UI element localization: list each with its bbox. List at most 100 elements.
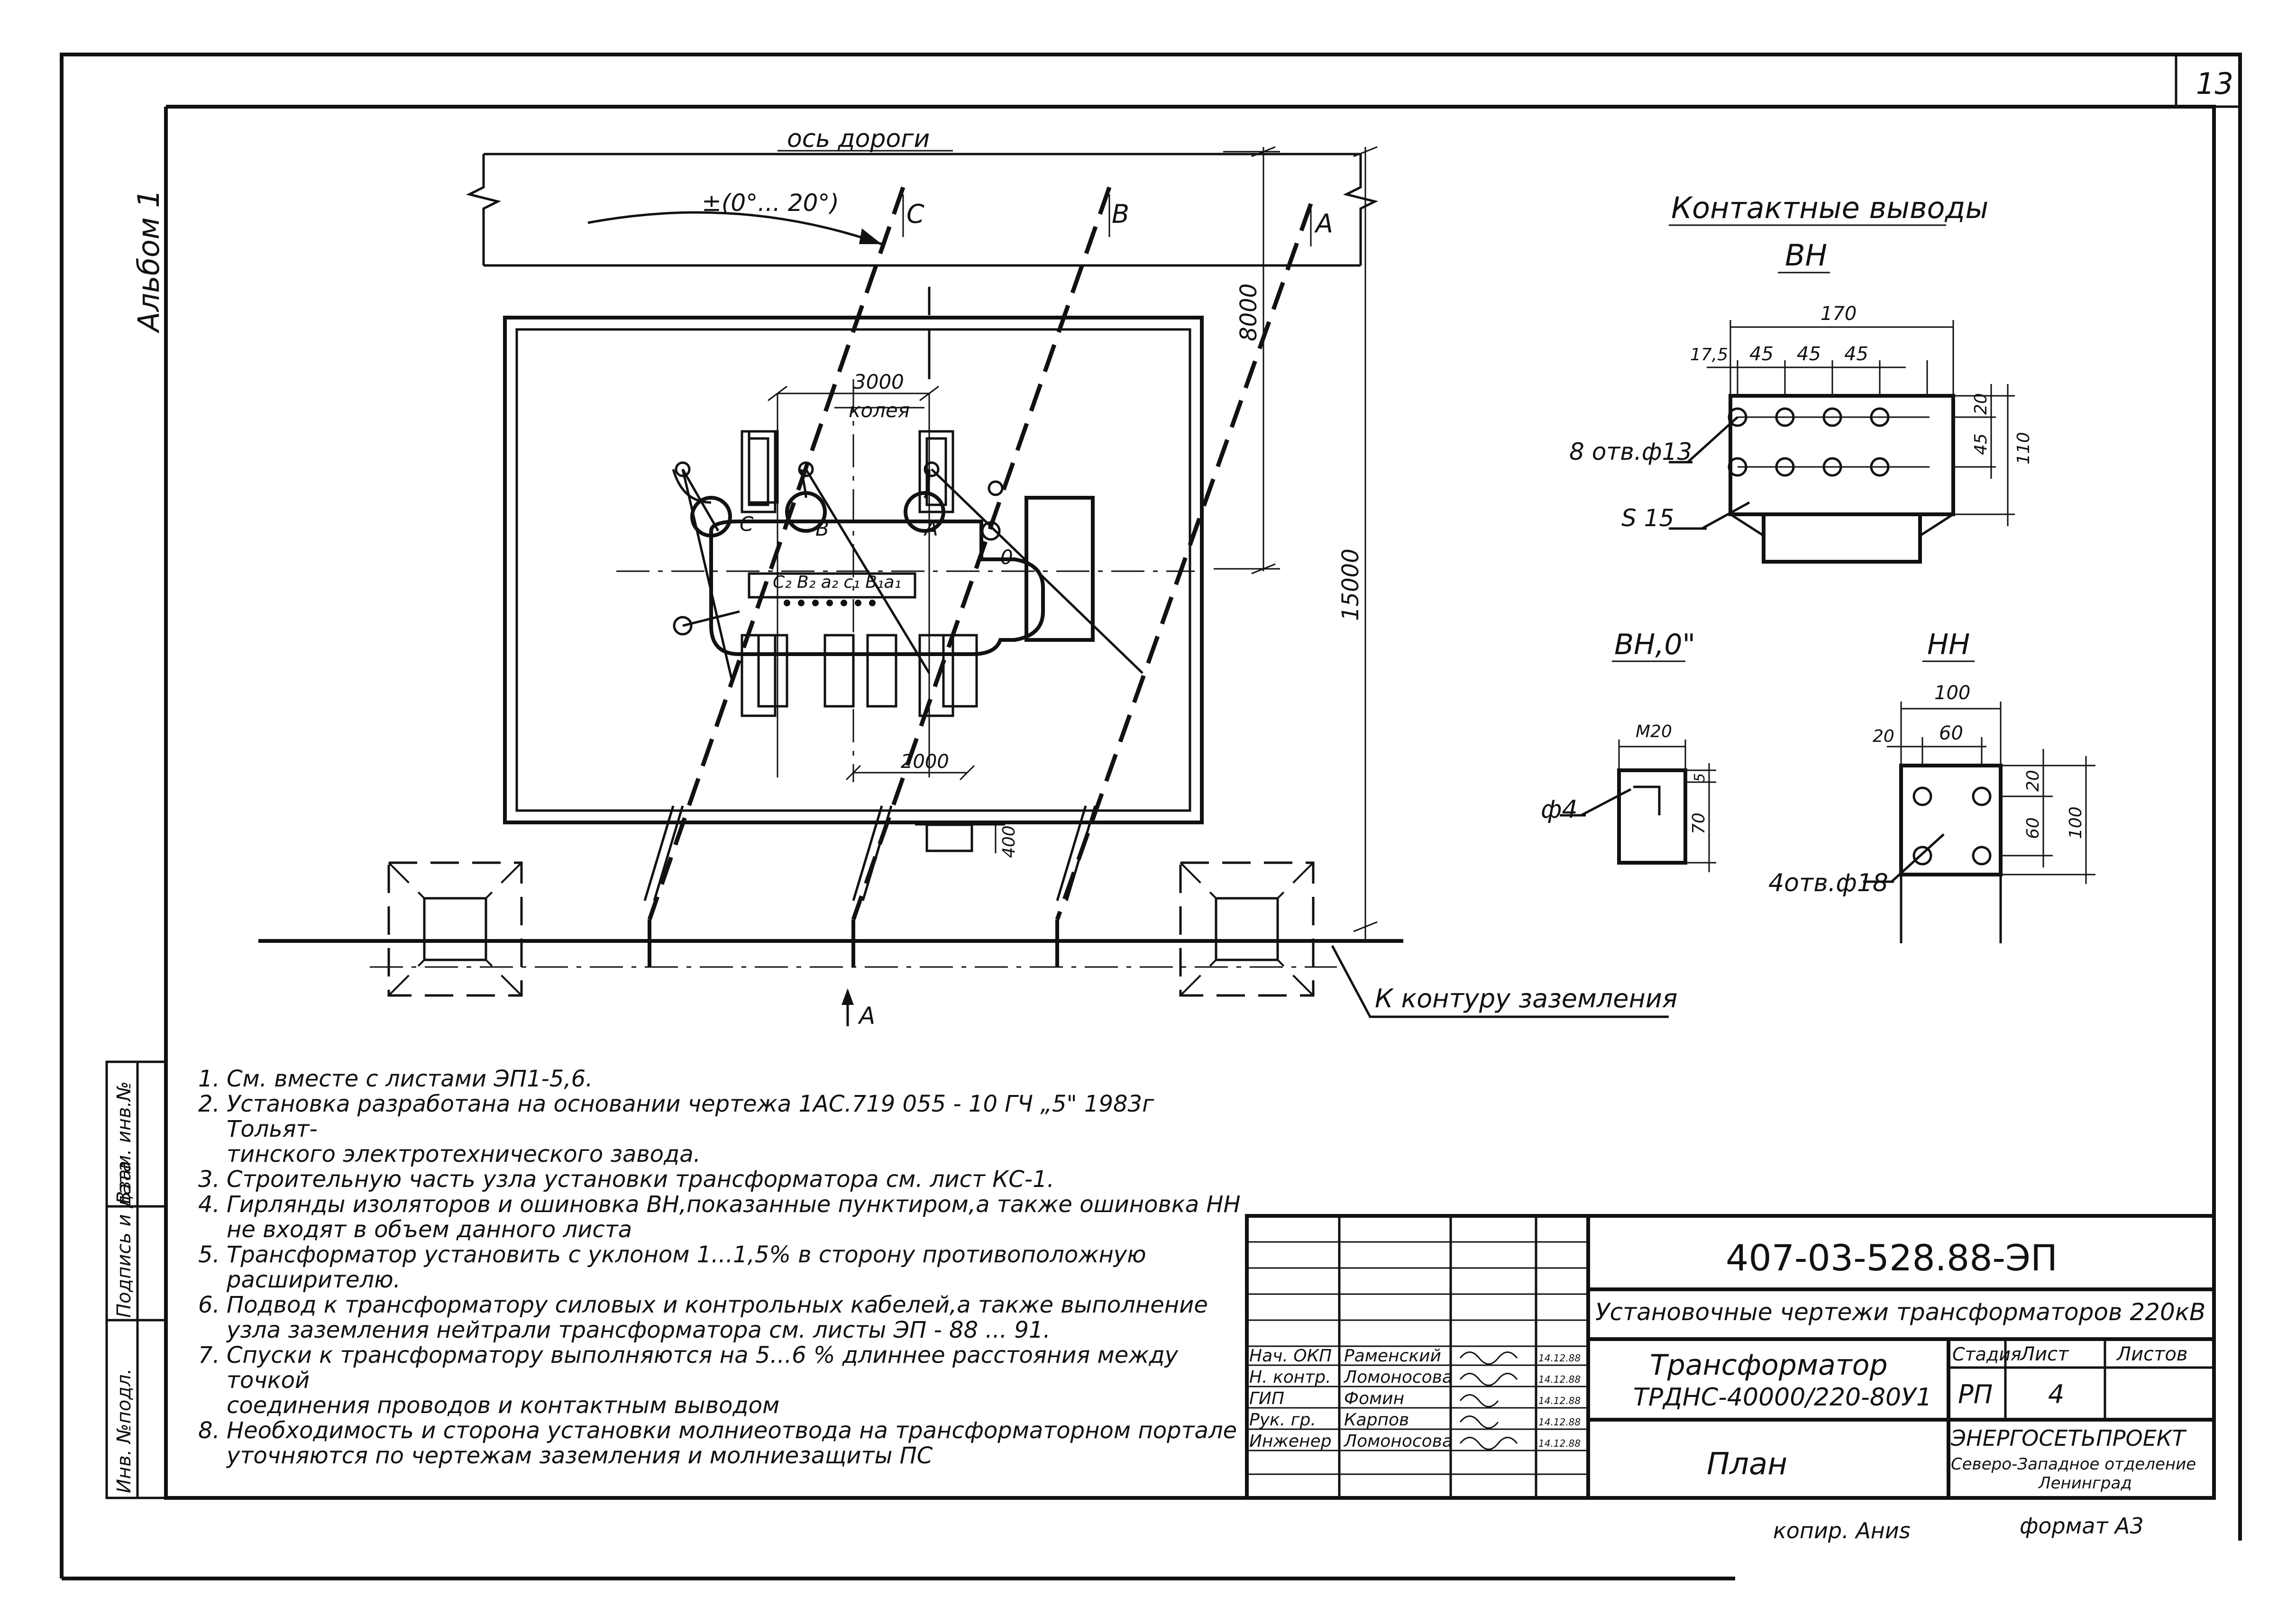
note-text: расширителю. xyxy=(227,1267,401,1293)
contact-terminals: Контактные выводы ВН xyxy=(1541,191,2095,943)
nn-dim-60: 60 xyxy=(1939,722,1963,744)
stage-value: РП xyxy=(1958,1379,1993,1409)
org-name: ЭНЕРГОСЕТЬПРОЕКТ xyxy=(1950,1425,2187,1451)
signature-role-3: ГИП xyxy=(1249,1389,1284,1408)
signature-role-2: Н. контр. xyxy=(1249,1368,1331,1387)
signature-name-2: Ломоносова xyxy=(1343,1368,1453,1387)
note-text: Спуски к трансформатору выполняются на 5… xyxy=(227,1342,1179,1394)
signatures-table: Нач. ОКП Раменский 14.12.88 Н. контр. Ло… xyxy=(1249,1346,1581,1451)
dimension-8000 xyxy=(1214,146,1280,575)
note-text: Подвод к трансформатору силовых и контро… xyxy=(227,1292,1208,1318)
road xyxy=(466,153,1379,267)
signature-date-4: 14.12.88 xyxy=(1538,1416,1581,1428)
notes-list: 1. См. вместе с листами ЭП1-5,6. 2.Устано… xyxy=(198,1067,1241,1469)
vn-dim-17-5: 17,5 xyxy=(1690,345,1728,365)
vn0-m20: М20 xyxy=(1636,722,1672,741)
lv-terminal-bolts xyxy=(784,600,876,606)
signature-name-3: Фомин xyxy=(1344,1389,1404,1408)
note-line: 5. Трансформатор установить с уклоном 1..… xyxy=(198,1242,1241,1268)
contacts-title: Контактные выводы xyxy=(1671,191,1988,225)
nn-dim-20: 20 xyxy=(1873,727,1894,746)
vn-label: ВН xyxy=(1785,238,1827,273)
note-line: узла заземления нейтрали трансформатора … xyxy=(198,1318,1241,1343)
note-number: 4. xyxy=(198,1191,220,1218)
note-line: 2.Установка разработана на основании чер… xyxy=(198,1092,1241,1142)
signature-name-5: Ломоносова xyxy=(1343,1432,1453,1451)
vn-dim-110: 110 xyxy=(2014,432,2033,465)
note-text: уточняются по чертежам заземления и молн… xyxy=(227,1442,933,1469)
note-number: 7. xyxy=(198,1342,220,1369)
note-line: 7. Спуски к трансформатору выполняются на… xyxy=(198,1343,1241,1393)
grounding-bus xyxy=(258,920,1403,968)
signature-name-1: Раменский xyxy=(1344,1346,1441,1366)
bushing-0-label: 0 xyxy=(1000,546,1013,569)
vn0-label: ВН,0" xyxy=(1614,628,1695,661)
transformer-tank xyxy=(709,520,1045,656)
phase-b-label: B xyxy=(1112,199,1129,229)
note-line: уточняются по чертежам заземления и молн… xyxy=(198,1443,1241,1469)
title-block xyxy=(1245,1214,2216,1500)
note-text: Гирлянды изоляторов и ошиновка ВН,показа… xyxy=(227,1191,1241,1218)
note-line: 3.Строительную часть узла установки тран… xyxy=(198,1167,1241,1192)
angle-arc xyxy=(587,211,882,246)
signature-scribble-1 xyxy=(1459,1351,1518,1365)
dim-15000: 15000 xyxy=(1337,548,1364,621)
note-number: 5. xyxy=(198,1241,220,1268)
vn0-terminal-drawing xyxy=(1560,739,1716,872)
signature-role-1: Нач. ОКП xyxy=(1249,1346,1332,1366)
vn-dim-45v: 45 xyxy=(1971,433,1991,455)
sheet-value: 4 xyxy=(2048,1379,2064,1409)
note-line: 6.Подвод к трансформатору силовых и конт… xyxy=(198,1293,1241,1318)
note-text: узла заземления нейтрали трансформатора … xyxy=(227,1317,1051,1343)
solid-leads xyxy=(681,468,1143,683)
conservator xyxy=(1025,496,1095,642)
dim-2000: 2000 xyxy=(901,751,949,773)
road-axis-label: ось дороги xyxy=(787,125,930,153)
side-stamp-vzam: Взам. инв.№ xyxy=(113,1081,135,1204)
phase-c-dashed xyxy=(647,186,906,921)
album-label: Альбом 1 xyxy=(131,189,166,334)
dim-400: 400 xyxy=(999,825,1019,858)
signature-role-4: Рук. гр. xyxy=(1249,1410,1316,1430)
note-text: не входят в объем данного листа xyxy=(227,1216,632,1243)
lv-terminals-label: C₂ B₂ a₂ c₁ B₁a₁ xyxy=(773,573,901,592)
copied-by: копир. Аниs xyxy=(1773,1518,1911,1543)
nn-holes-label: 4отв.ф18 xyxy=(1768,869,1888,897)
note-text: См. вместе с листами ЭП1-5,6. xyxy=(227,1066,593,1092)
side-stamp-sign-date: Подпись и дата xyxy=(113,1161,135,1318)
phase-a-dashed xyxy=(1055,203,1313,921)
signature-scribble-3 xyxy=(1459,1394,1499,1407)
signature-date-5: 14.12.88 xyxy=(1538,1438,1581,1449)
note-text: тинского электротехнического завода. xyxy=(227,1141,701,1168)
stage-header: Стадия xyxy=(1952,1344,2022,1365)
signature-name-4: Карпов xyxy=(1344,1410,1409,1430)
vn-dim-45a: 45 xyxy=(1749,343,1774,365)
rail-gauge-label: колея xyxy=(849,399,910,422)
vn-holes-label: 8 отв.ф13 xyxy=(1569,438,1692,465)
nn-dim-100: 100 xyxy=(1934,682,1970,704)
vn-terminal-drawing xyxy=(1669,320,2015,564)
ground-label: К контуру заземления xyxy=(1375,984,1677,1013)
signature-scribble-5 xyxy=(1459,1437,1518,1450)
note-text: Трансформатор установить с уклоном 1...1… xyxy=(227,1241,1146,1268)
nn-dim-100v: 100 xyxy=(2066,806,2086,839)
vn-dim-45b: 45 xyxy=(1797,343,1821,365)
bushing-b-label: B xyxy=(815,517,829,540)
nn-dim-60v: 60 xyxy=(2023,817,2043,839)
plan-view: ось дороги ±(0°... 20°) 8000 15000 xyxy=(258,125,1677,1030)
section-mark-a: A xyxy=(858,1002,875,1030)
nn-label: НН xyxy=(1927,628,1970,661)
foundation-plate-outer xyxy=(503,316,1204,824)
nn-terminal-drawing xyxy=(1863,702,2095,943)
note-number: 1. xyxy=(198,1066,220,1092)
angle-label: ±(0°... 20°) xyxy=(702,189,839,217)
small-block xyxy=(925,823,973,852)
side-stamp: Инв. №подл. Подпись и дата Взам. инв.№ xyxy=(105,1060,167,1499)
dimension-2000 xyxy=(845,765,975,781)
note-line: соединения проводов и контактным выводом xyxy=(198,1393,1241,1418)
sheet-title: План xyxy=(1707,1447,1787,1482)
object-line1: Трансформатор xyxy=(1650,1349,1888,1382)
object-line2: ТРДНС-40000/220-80У1 xyxy=(1633,1383,1932,1412)
note-line: расширителю. xyxy=(198,1268,1241,1293)
signature-scribble-4 xyxy=(1459,1415,1499,1429)
